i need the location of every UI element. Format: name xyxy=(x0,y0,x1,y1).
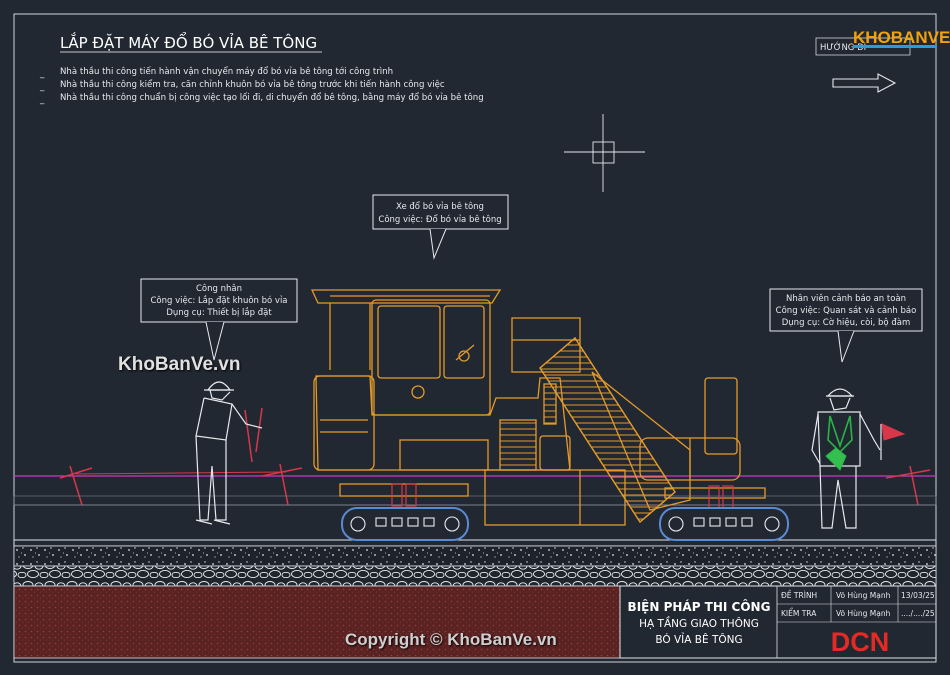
row-name: Võ Hùng Mạnh xyxy=(836,609,891,618)
row-date: 13/03/25 xyxy=(901,591,935,600)
drawing-title: LẮP ĐẶT MÁY ĐỔ BÓ VỈA BÊ TÔNG xyxy=(60,31,317,52)
note-bullet: _ xyxy=(39,82,45,92)
callout-text: Nhân viên cảnh báo an toàn xyxy=(786,293,906,304)
row-date: ..../..../25 xyxy=(901,609,935,618)
title-block-sub1: HẠ TẦNG GIAO THÔNG xyxy=(639,616,759,630)
callout-text: Dụng cụ: Cờ hiệu, còi, bộ đàm xyxy=(782,317,910,328)
front-chassis xyxy=(339,483,469,497)
rebar-stakes xyxy=(59,407,931,506)
officer-helmet xyxy=(826,388,854,397)
callout-text: Công việc: Lắp đặt khuôn bó vỉa xyxy=(150,295,287,306)
mold-housing xyxy=(484,469,626,526)
conveyor-chute xyxy=(539,337,676,523)
worker-helmet xyxy=(206,381,232,391)
track-rollers xyxy=(350,516,780,532)
steering-wheel xyxy=(458,350,470,362)
note-bullet: _ xyxy=(39,69,45,79)
direction-arrow-icon xyxy=(832,73,897,93)
worker-figure xyxy=(195,381,263,525)
callout-text: Công việc: Quan sát và cảnh báo xyxy=(776,305,917,316)
surface-layer xyxy=(13,539,937,547)
callout-text: Dụng cụ: Thiết bị lắp đặt xyxy=(166,307,272,318)
curb-machine xyxy=(310,289,766,526)
cab-window-left xyxy=(377,305,441,379)
row-role: KIỂM TRA xyxy=(781,608,817,618)
radiator-grille xyxy=(499,419,537,471)
callout-text: Công nhân xyxy=(196,283,242,294)
callout-machine: Xe đổ bó vỉa bê tông Công việc: Đổ bó vỉ… xyxy=(372,194,509,260)
cab-window-right xyxy=(443,305,485,379)
callout-worker: Công nhân Công việc: Lắp đặt khuôn bó vỉ… xyxy=(140,278,298,361)
machine-roof xyxy=(310,289,502,304)
note-item: Nhà thầu thi công chuẩn bị công việc tạo… xyxy=(60,92,484,103)
curb-form xyxy=(13,495,937,506)
brand-logo: DCN xyxy=(831,627,890,657)
worker-face xyxy=(209,389,231,401)
watermark-middle: KhoBanVe.vn xyxy=(118,354,241,375)
rear-chassis xyxy=(664,487,766,499)
stone-layer xyxy=(13,565,937,587)
worker-arm xyxy=(203,397,263,429)
drawing-frame xyxy=(13,13,937,663)
note-item: Nhà thầu thi công tiến hành vận chuyển m… xyxy=(60,66,393,77)
callout-text: Xe đổ bó vỉa bê tông xyxy=(396,201,484,212)
title-block-sub2: BÓ VỈA BÊ TÔNG xyxy=(655,632,742,646)
tracks xyxy=(341,507,789,541)
row-name: Võ Hùng Mạnh xyxy=(836,591,891,600)
direction-label: HƯỚNG ĐI xyxy=(820,41,866,53)
watermark-logo: KHOBANVE xyxy=(853,14,950,54)
machine-frame-plate xyxy=(399,439,489,471)
warning-flag-icon xyxy=(881,423,906,441)
notes-list: _ Nhà thầu thi công tiến hành vận chuyển… xyxy=(39,66,484,105)
soil-layer xyxy=(13,585,621,659)
note-item: Nhà thầu thi công kiểm tra, căn chỉnh kh… xyxy=(60,79,445,90)
row-role: ĐỀ TRÌNH xyxy=(781,590,817,600)
callout-text: Công việc: Đổ bó vỉa bê tông xyxy=(378,214,501,225)
title-block-main: BIỆN PHÁP THI CÔNG xyxy=(628,599,771,614)
safety-signal-icon xyxy=(825,447,847,471)
cab-seat xyxy=(411,385,425,399)
watermark-copyright: Copyright © KhoBanVe.vn xyxy=(345,630,557,649)
callout-safety: Nhân viên cảnh báo an toàn Công việc: Qu… xyxy=(769,288,923,363)
rear-column xyxy=(704,377,738,455)
front-track xyxy=(341,507,469,541)
watermark-logo-bar xyxy=(853,45,937,48)
rear-track xyxy=(659,507,789,541)
watermark-logo-text: KHOBANVE xyxy=(853,28,950,47)
note-bullet: _ xyxy=(39,95,45,105)
string-line xyxy=(75,471,287,475)
title-block: BIỆN PHÁP THI CÔNG HẠ TẦNG GIAO THÔNG BÓ… xyxy=(619,585,937,659)
safety-officer-figure xyxy=(811,388,882,529)
worker-legs xyxy=(195,435,227,521)
crosshair-icon xyxy=(564,114,645,192)
officer-legs xyxy=(819,465,857,529)
safety-vest xyxy=(827,415,853,454)
machine-cab xyxy=(371,299,491,416)
engine-hood xyxy=(313,375,375,471)
gravel-layer xyxy=(13,545,937,567)
